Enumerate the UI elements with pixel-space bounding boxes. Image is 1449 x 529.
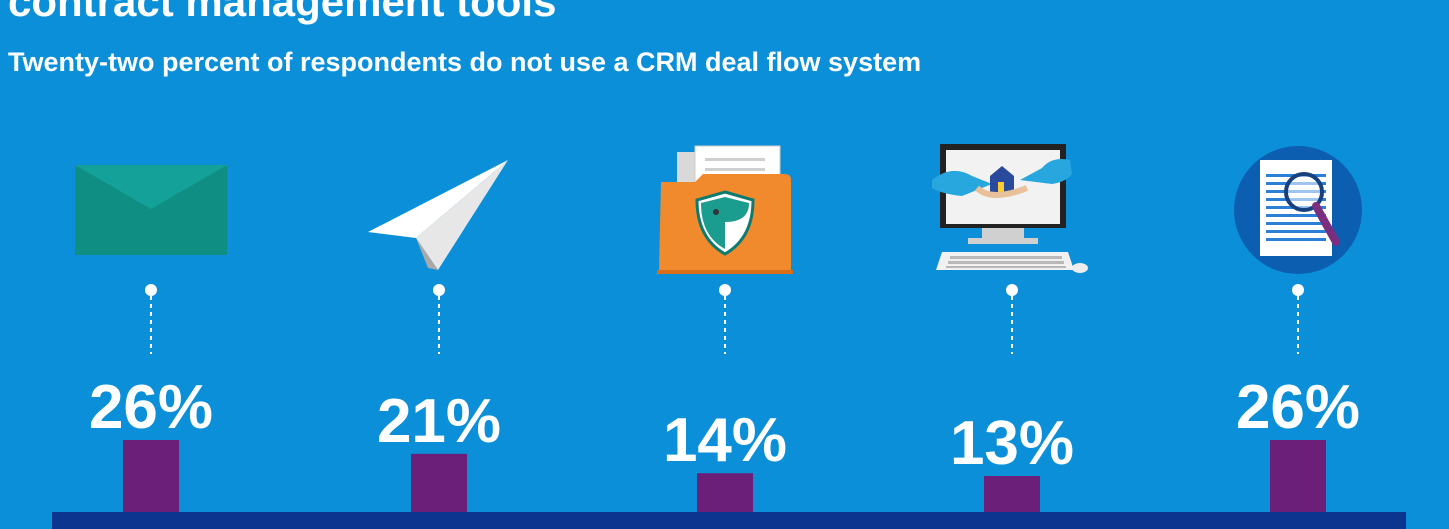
document-search-icon <box>1234 146 1362 274</box>
email-icon <box>75 165 227 255</box>
secure-folder-icon <box>657 145 793 274</box>
bar-value-label: 26% <box>1236 373 1360 442</box>
bar-value-label: 14% <box>663 406 787 475</box>
bar <box>1270 440 1326 512</box>
bar <box>123 440 179 512</box>
bar-value-label: 21% <box>377 387 501 456</box>
leader-dot <box>433 284 445 296</box>
chart-title: contract management tools <box>8 0 557 25</box>
bar-value-label: 13% <box>950 409 1074 478</box>
bar <box>411 453 467 512</box>
chart-baseline <box>52 512 1406 529</box>
chart-subtitle: Twenty-two percent of respondents do not… <box>8 47 922 77</box>
bar <box>697 473 753 512</box>
computer-handshake-icon <box>932 144 1088 273</box>
leader-dot <box>1292 284 1304 296</box>
paper-plane-icon <box>368 160 508 270</box>
bar <box>984 476 1040 512</box>
leader-dot <box>1006 284 1018 296</box>
leader-dot <box>145 284 157 296</box>
bar-value-label: 26% <box>89 373 213 442</box>
leader-dot <box>719 284 731 296</box>
